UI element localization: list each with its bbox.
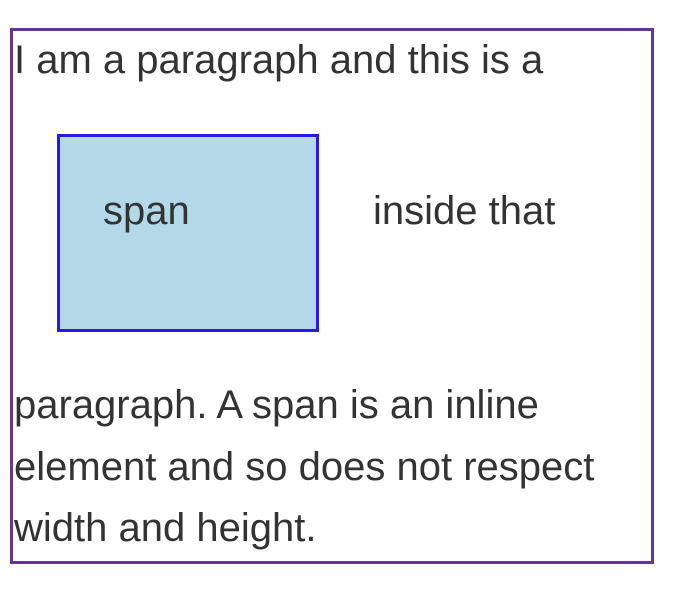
paragraph-container [10,28,654,564]
paragraph-line-5: width and height. [14,506,317,550]
paragraph-line-3: paragraph. A span is an inline [14,383,539,427]
span-box [57,134,319,332]
paragraph-line-4: element and so does not respect [14,445,595,489]
paragraph-line-2-after-span: inside that [373,189,556,233]
span-label: span [103,189,190,233]
paragraph-line-1: I am a paragraph and this is a [14,38,544,82]
